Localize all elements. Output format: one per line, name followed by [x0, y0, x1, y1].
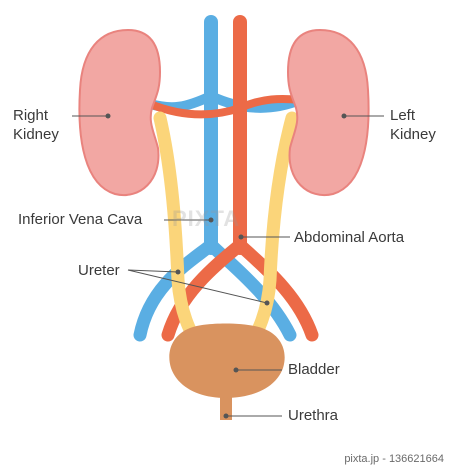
label-right-kidney-line1: Right	[13, 107, 49, 124]
label-inferior-vena-cava: Inferior Vena Cava	[18, 211, 143, 228]
aorta-right-iliac	[233, 238, 319, 342]
label-urethra: Urethra	[288, 407, 339, 424]
label-abdominal-aorta: Abdominal Aorta	[294, 229, 405, 246]
bladder-group	[169, 323, 285, 420]
leader-dot-ureter-b	[264, 300, 270, 306]
left-kidney	[286, 28, 370, 197]
leader-ureter-b	[127, 269, 268, 304]
label-left-kidney-line1: Left	[390, 107, 416, 124]
watermark: PIXTA	[172, 206, 241, 231]
leader-dot-vena-cava	[208, 217, 214, 223]
vena-cava-right-iliac	[204, 238, 297, 342]
label-ureter: Ureter	[78, 262, 120, 279]
image-credit: pixta.jp - 136621664	[344, 453, 444, 465]
label-left-kidney-line2: Kidney	[390, 126, 436, 143]
urethra	[220, 392, 232, 420]
leader-dot-left-kidney	[341, 113, 347, 119]
bladder	[169, 323, 285, 398]
label-right-kidney: Right Kidney	[13, 106, 59, 144]
label-left-kidney: Left Kidney	[390, 106, 436, 144]
vena-cava-left-iliac	[133, 238, 218, 342]
label-bladder: Bladder	[288, 361, 340, 378]
inferior-vena-cava	[133, 15, 305, 342]
leader-dot-bladder	[233, 367, 239, 373]
leader-dot-right-kidney	[105, 113, 111, 119]
label-right-kidney-line2: Kidney	[13, 126, 59, 143]
leader-dot-ureter-a	[175, 269, 181, 275]
renal-artery-right	[146, 100, 244, 119]
right-kidney	[78, 28, 162, 197]
ureter-left	[241, 111, 299, 352]
ureter-right	[153, 111, 207, 352]
leader-ureter-a	[127, 269, 179, 273]
aorta-left-iliac	[161, 238, 247, 342]
leader-dot-aorta	[238, 234, 244, 240]
leader-dot-urethra	[223, 413, 229, 419]
leader-lines	[72, 113, 384, 419]
